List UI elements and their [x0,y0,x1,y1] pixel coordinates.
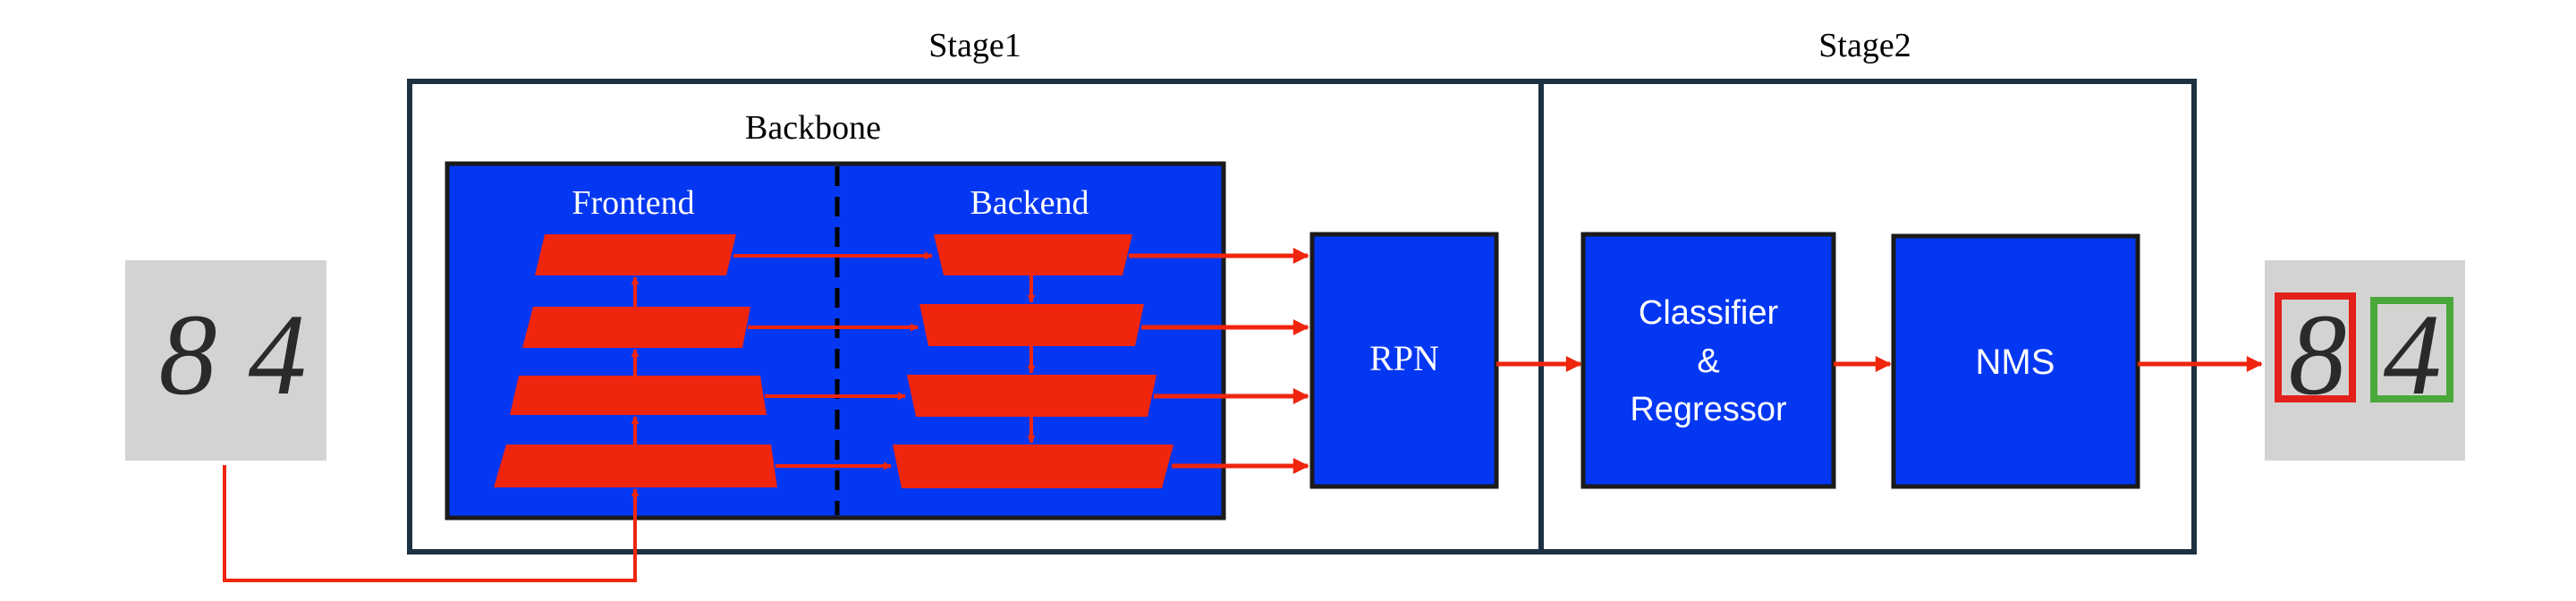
frontend-layer-1 [535,234,736,275]
nms-block [1891,233,2140,489]
backend-layer-3 [907,375,1157,417]
backend-to-rpn-arrows [1129,248,1309,474]
input-digit-2: 4 [249,291,307,419]
classifier-label-line1: Classifier [1639,294,1779,332]
frontend-layer-2 [522,307,750,348]
stage1-title: Stage1 [928,27,1021,64]
output-image: 8 4 [2265,260,2465,461]
frontend-label: Frontend [572,184,694,222]
rpn-block [1309,232,1499,489]
backend-layer-4 [893,444,1174,488]
backend-layer-1 [934,234,1132,275]
classifier-label-line2: & [1697,343,1719,380]
stage2-frame [1538,79,2197,554]
frontend-layer-4 [494,444,777,487]
output-box-green [2370,297,2453,402]
rpn-label: RPN [1369,338,1439,378]
input-to-backbone-arrow [223,465,640,582]
frontend-layer-3 [510,376,767,415]
backend-layer-2 [919,304,1144,346]
nms-label: NMS [1976,343,2055,382]
backbone-title: Backbone [745,109,881,147]
stage2-title: Stage2 [1818,27,1911,64]
backend-label: Backend [970,184,1089,222]
classifier-label-line3: Regressor [1630,391,1787,428]
input-image-background [125,260,326,461]
output-box-red [2275,292,2356,402]
input-digit-1: 8 [159,291,217,419]
input-image: 8 4 [125,260,326,461]
classifier-regressor-block [1580,232,1836,489]
lateral-arrows [733,251,933,470]
